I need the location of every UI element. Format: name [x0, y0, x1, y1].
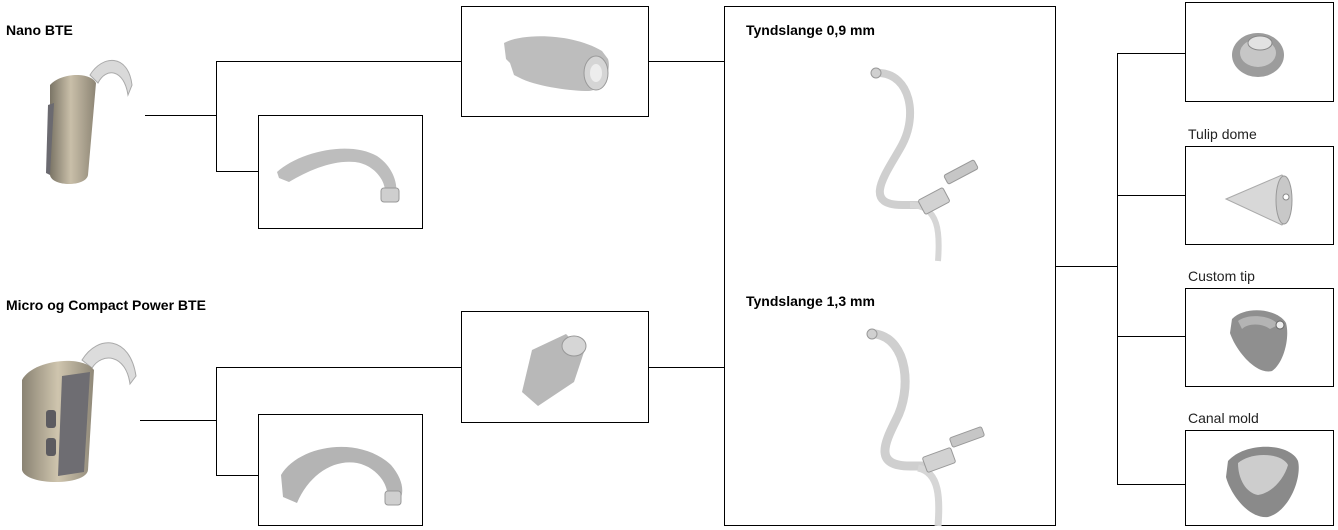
tulip-dome-image: [1186, 147, 1335, 246]
micro-hook-box: [258, 414, 423, 526]
tube-13-image: [840, 320, 1000, 530]
connector-micro-top: [216, 367, 461, 368]
connector-right-1: [1117, 53, 1185, 54]
nano-hook-box: [258, 115, 423, 229]
connector-right-vertical: [1117, 53, 1118, 485]
nano-adapter-image: [462, 7, 650, 118]
ear-piece-box-4: [1185, 430, 1334, 526]
ear-piece-box-3: [1185, 288, 1334, 387]
ear-piece-box-2: [1185, 146, 1334, 245]
tube-09-title: Tyndslange 0,9 mm: [746, 22, 875, 38]
connector-micro-vertical: [216, 367, 217, 476]
ear-piece-label-4: Canal mold: [1188, 410, 1259, 426]
micro-adapter-box: [461, 311, 649, 423]
connector-right-2: [1117, 195, 1185, 196]
connector-nano-to-tube: [649, 61, 724, 62]
nano-bte-title: Nano BTE: [6, 22, 73, 38]
connector-tube-to-tree: [1056, 266, 1118, 267]
connector-nano-stem: [145, 115, 217, 116]
ear-piece-label-3: Custom tip: [1188, 268, 1255, 284]
micro-hook-image: [259, 415, 424, 527]
ear-piece-box-1: [1185, 2, 1334, 102]
micro-bte-device-image: [2, 320, 152, 490]
nano-bte-device-image: [20, 45, 160, 195]
connector-nano-bottom: [216, 171, 259, 172]
micro-bte-title: Micro og Compact Power BTE: [6, 297, 206, 313]
tube-13-title: Tyndslange 1,3 mm: [746, 293, 875, 309]
canal-mold-image: [1186, 431, 1335, 527]
connector-nano-vertical: [216, 61, 217, 172]
nano-adapter-box: [461, 6, 649, 117]
ear-piece-label-2: Tulip dome: [1188, 126, 1257, 142]
tube-09-image: [840, 55, 1000, 265]
connector-right-3: [1117, 336, 1185, 337]
connector-micro-stem: [140, 420, 217, 421]
connector-micro-bottom: [216, 475, 259, 476]
custom-tip-image: [1186, 289, 1335, 388]
micro-adapter-image: [462, 312, 650, 424]
open-dome-image: [1186, 3, 1335, 103]
nano-hook-image: [259, 116, 424, 230]
connector-nano-top: [216, 61, 461, 62]
connector-right-4: [1117, 484, 1185, 485]
connector-micro-to-tube: [649, 367, 724, 368]
